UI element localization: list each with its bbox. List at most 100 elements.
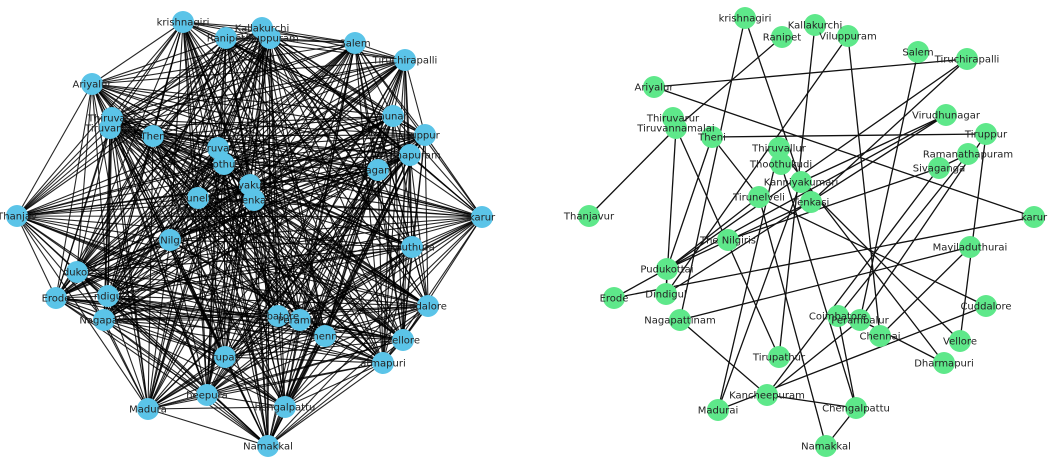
dense-edge <box>16 215 413 248</box>
sparse-node-chengalpattu <box>845 397 867 419</box>
sparse-edge <box>879 246 971 337</box>
dense-edge <box>147 356 226 410</box>
dense-edge <box>16 83 93 217</box>
sparse-node-label-thanjavur: Thanjavur <box>563 212 615 223</box>
dense-edge <box>253 199 429 307</box>
dense-edge <box>16 184 251 217</box>
dense-edge <box>267 319 301 447</box>
dense-edge <box>109 127 269 447</box>
dense-edge <box>109 127 279 317</box>
dense-node-label-namakkal: Namakkal <box>243 442 293 453</box>
dense-edge <box>152 59 406 137</box>
sparse-edge <box>766 319 861 396</box>
dense-node-label-ranipet: Ranipet <box>207 34 245 45</box>
sparse-node-label-tirupathur: Tirupathur <box>752 353 806 364</box>
dense-edge <box>299 115 394 321</box>
sparse-node-label-ramanathapuram: Ramanathapuram <box>923 150 1013 161</box>
dense-edge <box>169 239 269 447</box>
dense-edge <box>253 199 413 248</box>
dense-edge <box>299 305 429 321</box>
dense-edge <box>16 59 406 217</box>
sparse-node-label-nagapattinam: Nagapattinam <box>644 316 715 327</box>
dense-edge <box>402 216 483 341</box>
dense-edge <box>103 319 326 337</box>
dense-node-label-kanniyakumari: yaku <box>238 181 262 192</box>
dense-node-label-thiruvarur: Thiruvaru <box>87 114 136 125</box>
sparse-edge <box>766 394 857 409</box>
sparse-node-tiruvannamalai <box>665 117 687 139</box>
dense-node-label-tirupathur: rupat <box>212 353 239 364</box>
sparse-node-label-dharmapuri: Dharmapuri <box>914 359 974 370</box>
sparse-edge <box>847 35 881 337</box>
dense-edge <box>206 305 429 396</box>
sparse-edge <box>859 51 919 321</box>
dense-edge <box>402 246 413 341</box>
dense-edge <box>91 59 406 85</box>
sparse-node-cuddalore <box>975 295 997 317</box>
sparse-node-thoothukudi <box>770 153 792 175</box>
dense-edge <box>55 297 384 364</box>
dense-edge <box>16 147 219 217</box>
dense-node-nagapattinam <box>93 309 115 331</box>
sparse-node-namakkal <box>815 435 837 457</box>
sparse-node-label-erode: Erode <box>600 294 629 305</box>
sparse-node-label-ariyalur: Ariyalur <box>634 83 674 94</box>
dense-edge <box>91 42 356 85</box>
dense-edge <box>147 37 227 410</box>
dense-node-label-the-nilgiris: Nilg <box>160 236 179 247</box>
dense-node-tenkasi <box>243 189 265 211</box>
dense-edge <box>269 37 413 248</box>
dense-edge <box>16 215 483 218</box>
dense-edge <box>147 335 326 410</box>
dense-node-label-virudhunagar: hunar <box>378 112 408 123</box>
sparse-edge <box>758 196 987 307</box>
dense-node-label-dharmapuri: armapuri <box>360 359 406 370</box>
dense-node-label-thiruvallur: ruva <box>207 144 230 155</box>
dense-edge <box>424 134 483 218</box>
dense-node-ariyalur <box>81 73 103 95</box>
dense-edge <box>224 356 286 408</box>
dense-edge <box>147 339 404 410</box>
dense-edge <box>324 216 483 337</box>
dense-edge <box>324 305 429 337</box>
dense-node-karur <box>471 206 493 228</box>
dense-edge <box>404 59 426 136</box>
dense-node-tirupathur <box>214 346 236 368</box>
dense-node-chengalpattu <box>274 396 296 418</box>
sparse-node-label-thiruvallur: Thiruvallur <box>751 144 807 155</box>
dense-edge <box>152 135 219 149</box>
dense-edge <box>91 83 483 218</box>
sparse-node-label-vellore: Vellore <box>943 337 977 348</box>
dense-edge <box>103 319 149 410</box>
dense-edge <box>169 239 208 396</box>
sparse-edge <box>780 163 857 409</box>
sparse-node-the-nilgiris <box>717 229 739 251</box>
dense-edge <box>197 197 404 341</box>
dense-node-label-thanjavur: Thanjav <box>0 212 37 223</box>
dense-edge <box>223 59 406 165</box>
sparse-node-sivaganga <box>928 157 950 179</box>
dense-edge <box>91 83 411 156</box>
dense-edge <box>253 199 483 218</box>
sparse-edge <box>717 147 780 411</box>
dense-edge <box>16 21 184 217</box>
sparse-node-tiruchirapalli <box>956 48 978 70</box>
sparse-node-label-coimbatore: Coimbatore <box>809 312 867 323</box>
sparse-node-label-krishnagiri: krishnagiri <box>719 14 772 25</box>
dense-edge <box>284 305 429 408</box>
sparse-node-label-thoothukudi: Thoothukudi <box>749 160 812 171</box>
dense-edge <box>76 239 171 273</box>
dense-edge <box>152 135 384 364</box>
sparse-edge <box>727 167 940 241</box>
dense-node-madurai <box>137 398 159 420</box>
dense-edge <box>16 197 199 217</box>
dense-edge <box>16 117 113 217</box>
dense-edge <box>109 59 406 129</box>
sparse-edge <box>675 36 783 129</box>
dense-edge <box>169 216 483 241</box>
dense-node-label-chennai: henn <box>312 332 337 343</box>
dense-node-label-thoothukudi: othu <box>213 160 236 171</box>
sparse-edge <box>758 196 827 447</box>
sparse-node-label-karur: karur <box>1021 213 1048 224</box>
